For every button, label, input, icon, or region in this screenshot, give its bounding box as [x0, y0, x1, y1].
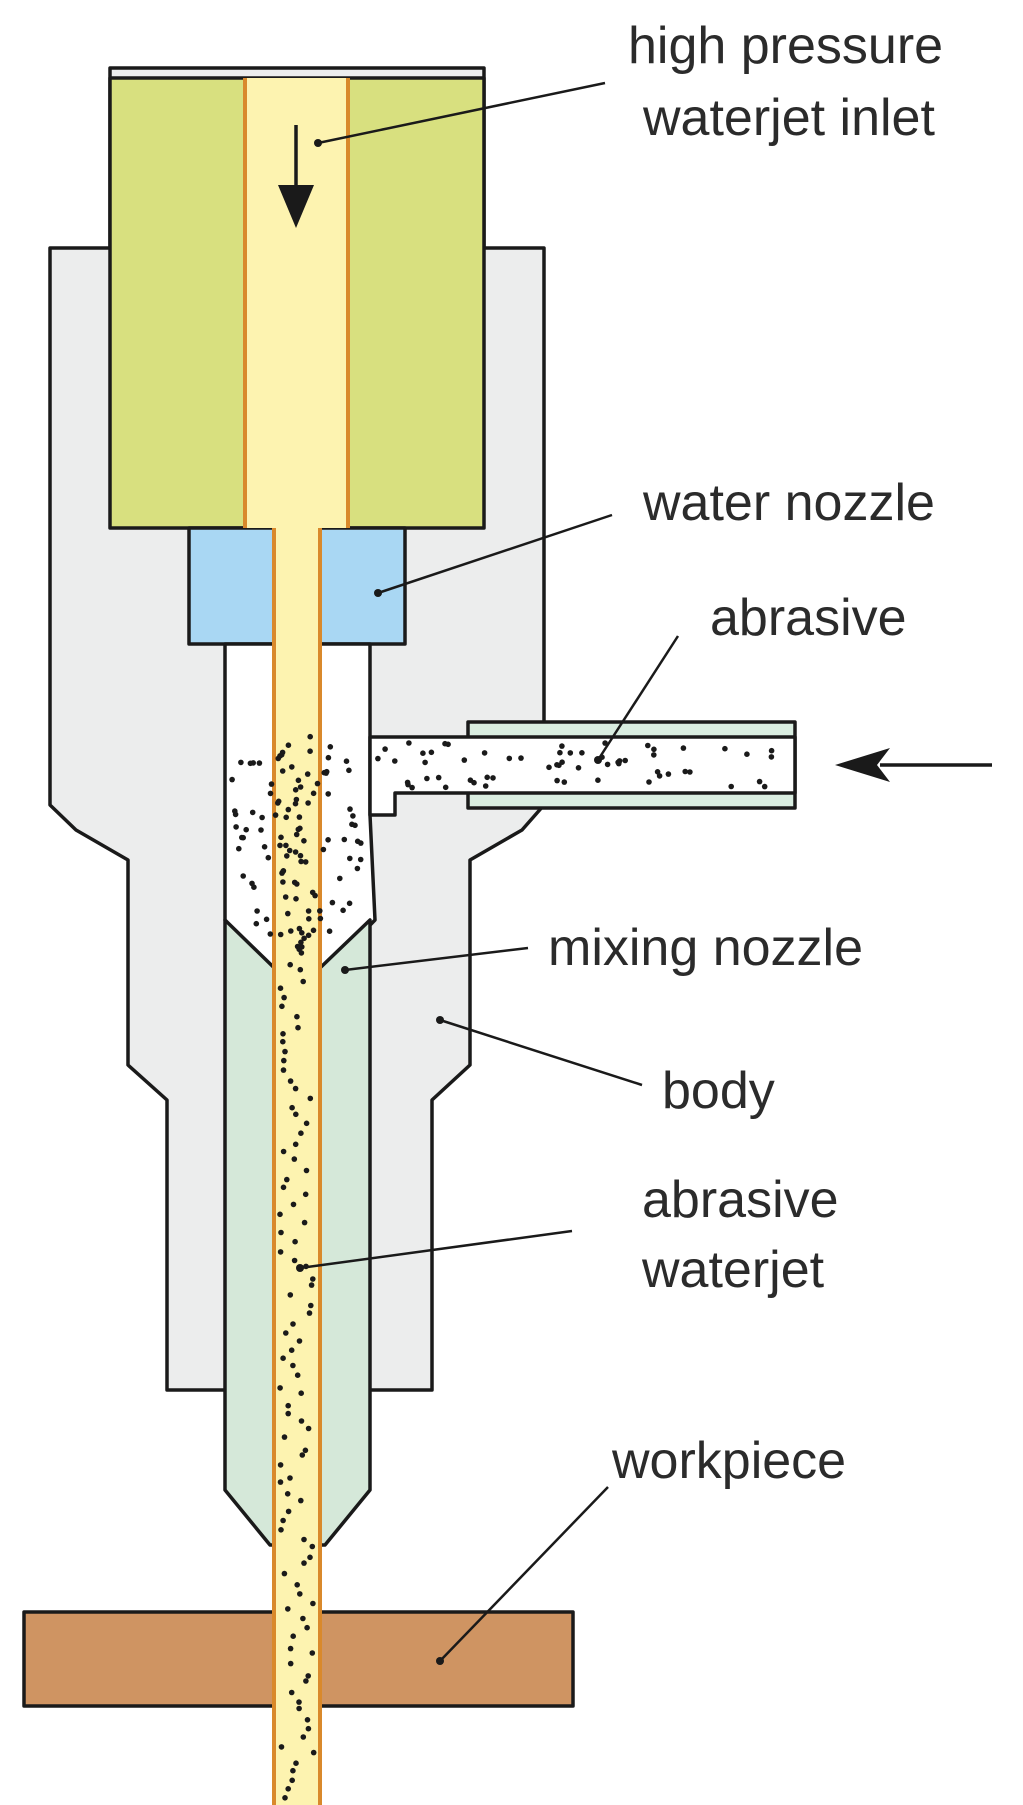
label-waterjet-inlet: waterjet inlet: [642, 89, 935, 147]
label-water-nozzle: water nozzle: [642, 474, 935, 532]
label-mixing-nozzle: mixing nozzle: [548, 919, 863, 977]
label-abrasive-waterjet-2: waterjet: [641, 1241, 825, 1299]
waterjet-flow-arrow: [278, 125, 314, 228]
label-abrasive-waterjet-1: abrasive: [642, 1171, 839, 1229]
label-high-pressure: high pressure: [628, 17, 943, 75]
label-abrasive: abrasive: [710, 589, 907, 647]
leader-lines: [296, 81, 680, 1665]
label-body: body: [662, 1062, 775, 1120]
waterjet-stream: [274, 528, 320, 1805]
label-workpiece: workpiece: [611, 1432, 846, 1490]
abrasive-particles: [229, 733, 775, 1801]
abrasive-flow-arrow: [835, 748, 992, 782]
